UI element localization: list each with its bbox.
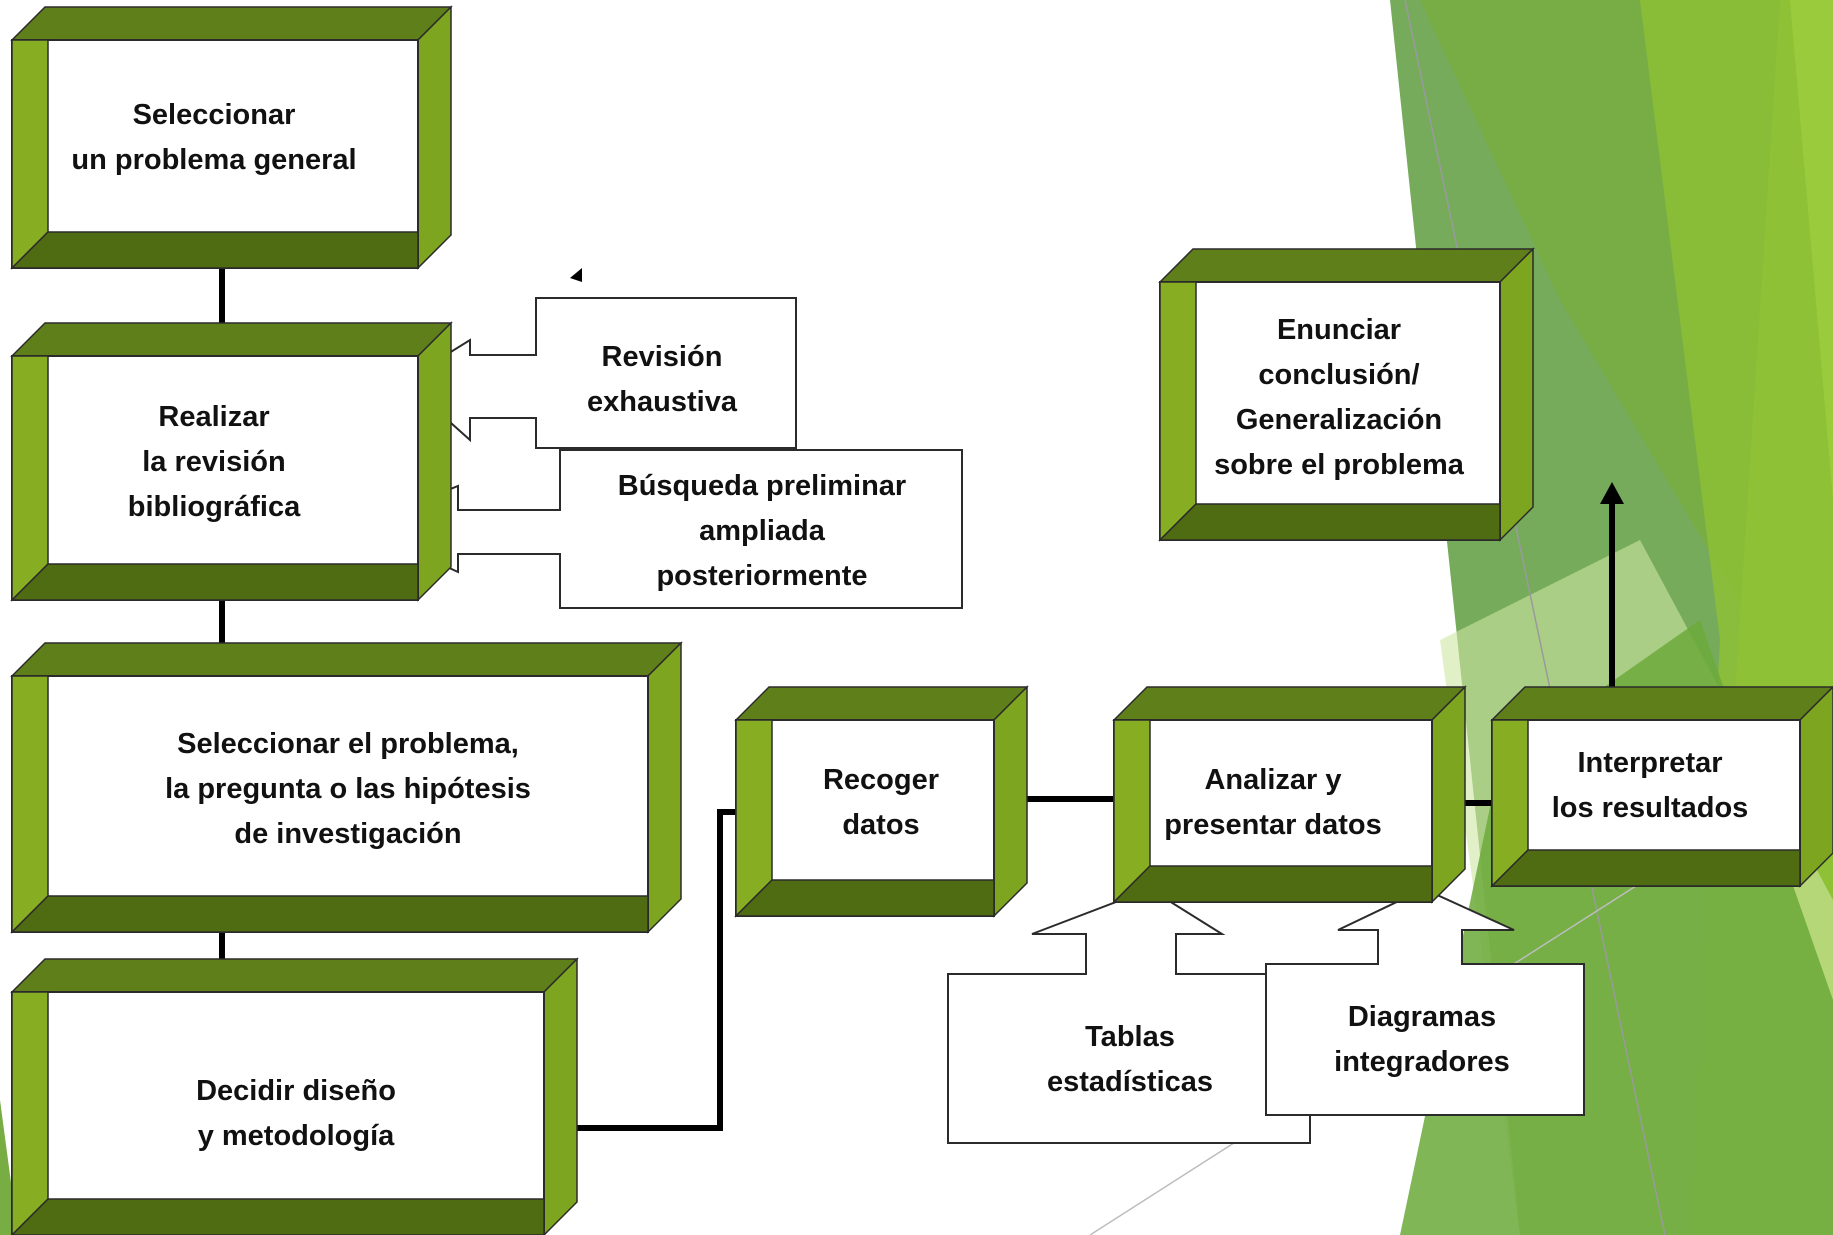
box-seleccionar-problema-general: [10, 5, 453, 270]
box-interpretar-resultados-bevel: [1490, 686, 1833, 721]
box-seleccionar-problema-pregunta-bevel: [10, 642, 683, 677]
callout-diagramas-integradores: Diagramas integradores: [1334, 1001, 1510, 1078]
box-seleccionar-problema-general-bevel: [10, 231, 419, 269]
box-analizar-presentar-bevel: [1112, 686, 1467, 721]
box-realizar-revision-bevel: [417, 321, 452, 602]
box-realizar-revision-bevel: [11, 355, 49, 602]
box-decidir-diseno-bevel: [11, 991, 49, 1235]
node-enunciar-conclusion: Enunciar conclusión/ Generalización sobr…: [1214, 314, 1464, 481]
node-analizar-presentar: Analizar y presentar datos: [1164, 764, 1382, 841]
decor-line-1: [1404, 0, 1666, 1235]
box-realizar-revision-bevel: [10, 322, 453, 357]
box-realizar-revision-bevel: [10, 563, 419, 601]
box-analizar-presentar-bevel: [1431, 685, 1466, 904]
callout-diagramas-shape: [1265, 887, 1585, 1116]
box-seleccionar-problema-general-frame: [11, 39, 419, 269]
box-interpretar-resultados-bevel: [1490, 849, 1801, 887]
box-analizar-presentar-bevel: [1112, 865, 1433, 903]
box-seleccionar-problema-pregunta-bevel: [10, 895, 649, 933]
callout-tablas-shape: [947, 887, 1311, 1144]
callout-busqueda-preliminar-shape: [355, 449, 963, 609]
box-enunciar-conclusion-bevel: [1499, 247, 1534, 542]
box-recoger-datos-bevel: [993, 685, 1028, 918]
box-decidir-diseno-frame: [11, 991, 545, 1235]
box-realizar-revision: [10, 321, 453, 602]
small-arrowhead-decor: [570, 268, 582, 282]
node-decidir-diseno: Decidir diseño y metodología: [196, 1074, 396, 1152]
box-decidir-diseno-bevel: [10, 958, 579, 993]
callout-tablas-estadisticas: Tablas estadísticas: [1046, 1021, 1214, 1098]
callouts: [355, 297, 1585, 1144]
box-interpretar-resultados-bevel: [1799, 685, 1833, 888]
box-recoger-datos: [734, 685, 1029, 918]
box-recoger-datos-bevel: [734, 879, 995, 917]
node-seleccionar-problema-general: Seleccionar un problema general: [71, 98, 357, 176]
box-decidir-diseno-bevel: [10, 1198, 545, 1235]
box-enunciar-conclusion-bevel: [1158, 248, 1535, 283]
beveled-boxes: [10, 5, 1833, 1235]
box-seleccionar-problema-pregunta-bevel: [647, 641, 682, 934]
box-enunciar-conclusion: [1158, 247, 1535, 542]
box-interpretar-resultados: [1490, 685, 1833, 888]
arrowhead-interpretar-to-enunciar: [1600, 482, 1624, 504]
box-seleccionar-problema-pregunta-frame: [11, 675, 649, 933]
box-analizar-presentar: [1112, 685, 1467, 904]
node-recoger-datos: Recoger datos: [822, 764, 940, 841]
box-seleccionar-problema-general-bevel: [417, 5, 452, 270]
callout-busqueda-preliminar: Búsqueda preliminar ampliada posteriorme…: [617, 469, 907, 592]
box-decidir-diseno: [10, 957, 579, 1235]
box-decidir-diseno-bevel: [543, 957, 578, 1235]
callout-revision-exhaustiva: Revisión exhaustiva: [587, 341, 737, 418]
box-seleccionar-problema-general-bevel: [11, 39, 49, 270]
box-recoger-datos-bevel: [734, 686, 1029, 721]
box-enunciar-conclusion-bevel: [1158, 503, 1501, 541]
node-interpretar-resultados: Interpretar los resultados: [1551, 747, 1749, 824]
callout-revision-exhaustiva-shape: [402, 297, 797, 449]
box-seleccionar-problema-pregunta-bevel: [11, 675, 49, 934]
box-seleccionar-problema-general-bevel: [10, 6, 453, 41]
box-enunciar-conclusion-bevel: [1159, 281, 1197, 542]
node-seleccionar-problema-pregunta: Seleccionar el problema, la pregunta o l…: [165, 727, 531, 850]
node-realizar-revision: Realizar la revisión bibliográfica: [127, 400, 301, 523]
box-seleccionar-problema-pregunta: [10, 641, 683, 934]
